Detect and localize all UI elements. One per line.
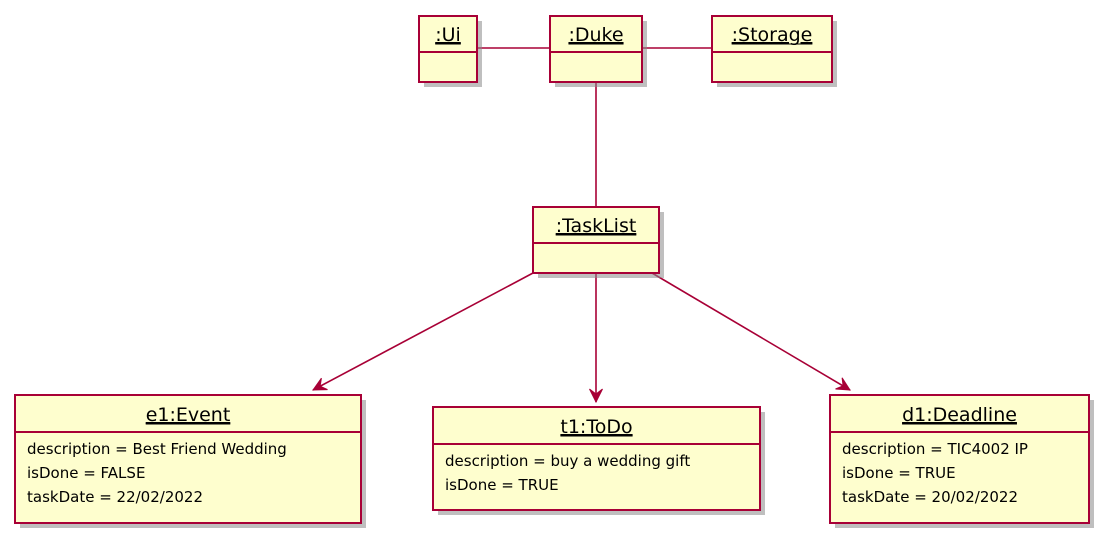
object-attribute: taskDate = 22/02/2022 [27,488,203,506]
object-attribute: isDone = FALSE [27,464,145,482]
object-box [418,15,478,83]
object-event: e1:Event description = Best Friend Weddin… [14,394,366,528]
arrowhead [589,388,603,404]
links-layer [312,47,851,404]
link-line [312,272,534,391]
link-tasklist-event [312,272,534,391]
objects-layer: :Ui :Duke :Storage :TaskList e1:Event descrip… [14,15,1094,528]
object-title: :TaskList [556,215,637,237]
object-box [532,206,660,274]
object-storage: :Storage [711,15,837,87]
object-title: :Duke [568,24,623,46]
object-box [829,394,1090,524]
object-title: d1:Deadline [902,404,1017,426]
object-box [432,406,761,511]
object-attribute: description = Best Friend Wedding [27,440,287,458]
link-tasklist-todo [589,273,603,404]
arrowhead [835,377,851,391]
object-tasklist: :TaskList [532,206,664,278]
object-attribute: description = buy a wedding gift [445,452,690,470]
object-title: :Storage [732,24,813,46]
object-title: t1:ToDo [560,416,632,438]
object-duke: :Duke [549,15,647,87]
object-box [549,15,643,83]
link-line [651,272,851,391]
arrowhead [312,377,328,391]
object-todo: t1:ToDo description = buy a wedding gift i… [432,406,765,515]
object-deadline: d1:Deadline description = TIC4002 IP isDon… [829,394,1094,528]
object-attribute: taskDate = 20/02/2022 [842,488,1018,506]
object-box [14,394,362,524]
link-tasklist-deadline [651,272,851,391]
object-title: e1:Event [146,404,231,426]
object-title: :Ui [435,24,461,46]
object-attribute: isDone = TRUE [445,476,559,494]
object-box [711,15,833,83]
object-attribute: description = TIC4002 IP [842,440,1028,458]
object-ui: :Ui [418,15,482,87]
object-attribute: isDone = TRUE [842,464,956,482]
